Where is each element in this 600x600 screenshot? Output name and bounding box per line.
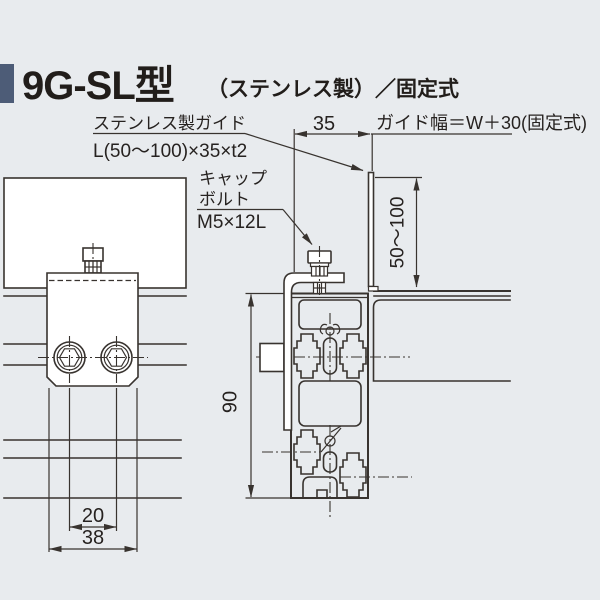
dim-35-value: 35 [313, 113, 335, 135]
cap-bolt-label-line2: ボルト [199, 190, 250, 209]
dim-20-value: 20 [82, 505, 104, 527]
side-bolt-head [259, 342, 285, 373]
side-view [256, 171, 511, 518]
bottom-pedestal [302, 476, 338, 499]
annotation-cap-bolt: キャップ ボルト M5×12L [197, 169, 313, 245]
tslot-block-mid-left [293, 333, 321, 379]
dimension-guide-height: 50～100 [375, 176, 422, 288]
title-block: 9G-SL型 （ステンレス製）／固定式 [0, 64, 459, 108]
annotation-stainless-guide: ステンレス製ガイド L(50～100)×35×t2 [93, 114, 364, 172]
stainless-guide-foot [367, 285, 379, 292]
front-view [3, 177, 187, 499]
page-subtitle: （ステンレス製）／固定式 [207, 77, 459, 101]
cap-bolt-label-line3: M5×12L [197, 212, 266, 233]
dim-90-value: 90 [220, 391, 242, 413]
center-slot-hook-left [319, 323, 328, 335]
guide-width-label: ガイド幅＝W＋30(固定式) [376, 113, 587, 133]
stainless-guide-label-line2: L(50～100)×35×t2 [93, 141, 247, 162]
tslot-block-low-right [339, 452, 367, 498]
frame-lower-cavity [298, 380, 362, 427]
bracket-side [283, 272, 345, 431]
page-title: 9G-SL型 [22, 64, 174, 108]
center-slot-hook-right [332, 323, 341, 335]
dimension-35: 35 [293, 113, 371, 272]
wireway-hole-slash [320, 427, 342, 453]
dim-guide-height-value: 50～100 [388, 197, 409, 269]
dimension-90: 90 [220, 292, 290, 499]
stainless-guide-side [367, 171, 375, 288]
tslot-block-mid-right [339, 333, 367, 379]
tslot-block-low-left [293, 429, 321, 475]
hex-socket [105, 348, 128, 367]
dimension-20-38: 20 38 [48, 388, 138, 553]
dim-38-value: 38 [82, 527, 104, 549]
accent-bar [0, 64, 14, 103]
wireway-hole-tick [330, 425, 342, 433]
cap-bolt-leader [282, 209, 313, 245]
conveyor-body [372, 299, 511, 382]
stainless-guide-label-line1: ステンレス製ガイド [93, 114, 246, 133]
stainless-guide-leader [244, 132, 364, 172]
bottom-slot-opening [316, 489, 328, 499]
cap-bolt-label-line1: キャップ [199, 169, 267, 188]
annotation-guide-width: ガイド幅＝W＋30(固定式) [371, 113, 587, 171]
